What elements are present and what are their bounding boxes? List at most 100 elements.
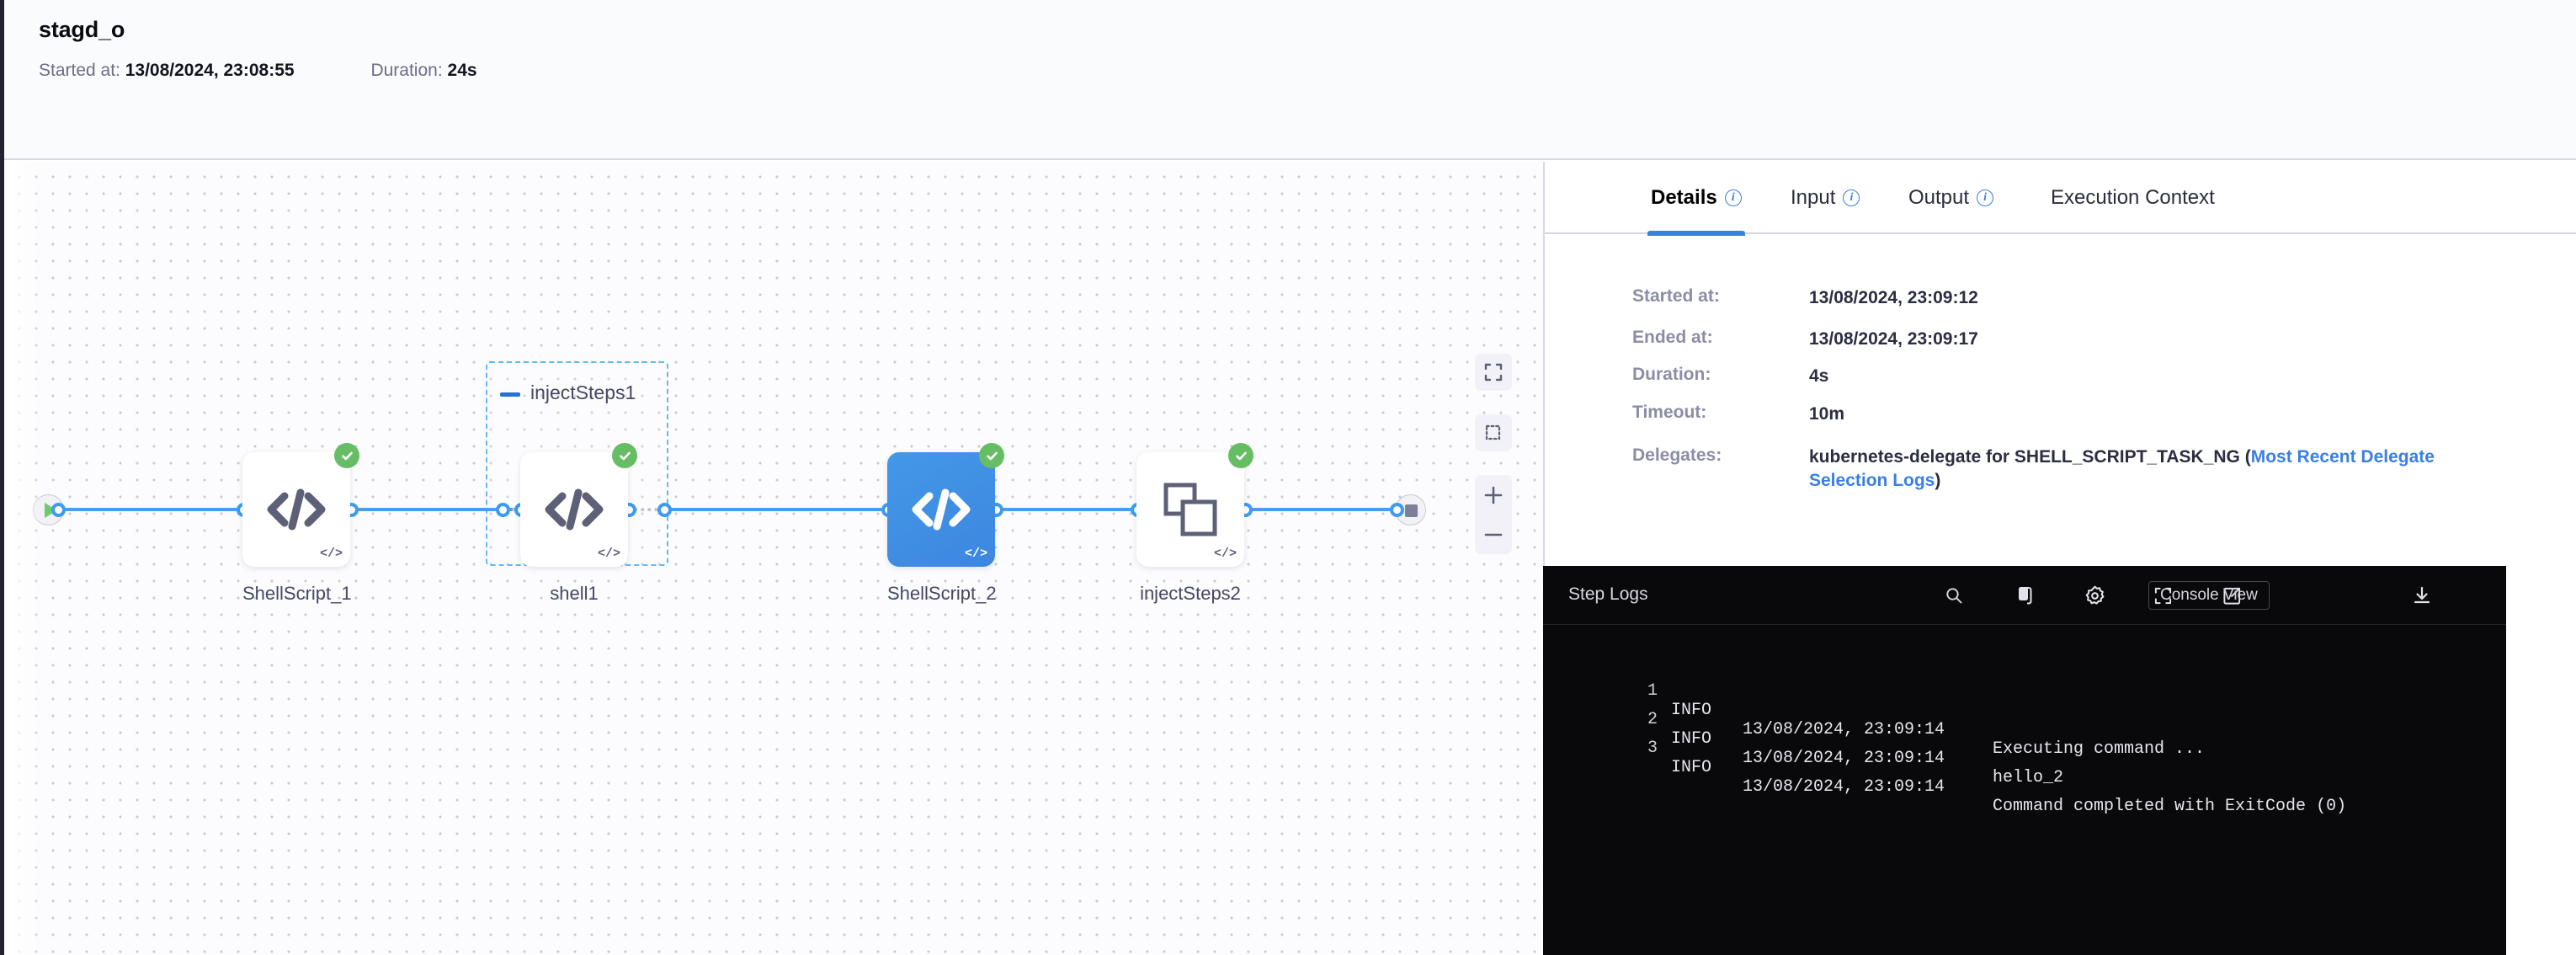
duration-meta: Duration: 24s [370,61,476,81]
step-logs-output[interactable]: 1 INFO 13/08/2024, 23:09:14 Executing co… [1543,625,2506,955]
port-group-out [657,503,672,517]
step-node-injectsteps2[interactable]: </> [1136,443,1253,567]
canvas-left-fade [4,162,43,955]
tab-details[interactable]: Details i [1647,162,1745,236]
edge-group-out-dashed [629,508,663,511]
detail-label: Delegates: [1632,445,1722,465]
code-corner-icon: </> [1213,547,1237,561]
code-icon [887,452,995,567]
detail-label: Ended at: [1632,328,1713,347]
detail-value: kubernetes-delegate for SHELL_SCRIPT_TAS… [1809,445,2474,494]
detail-value: 13/08/2024, 23:09:12 [1809,288,1978,307]
detail-value: 13/08/2024, 23:09:17 [1809,329,1978,349]
info-icon[interactable]: i [1843,189,1860,206]
step-logs-panel: Step Logs Console [1543,566,2506,955]
detail-label: Duration: [1632,365,1711,384]
end-node[interactable] [1395,494,1426,526]
duration-label: Duration: [370,61,443,80]
copy-squares-icon [1136,452,1244,567]
code-corner-icon: </> [597,547,620,561]
details-tabbar: Details i Input i Output i Execution Con… [1545,162,2576,236]
edge-injectsteps2-to-end [1244,508,1404,511]
code-corner-icon: </> [964,547,987,561]
page-title: stagd_o [39,17,125,42]
log-line-message: Command completed with ExitCode (0) [1993,797,2347,816]
tab-input-label: Input [1791,186,1836,209]
edge-group-to-shellscript2 [663,508,894,511]
log-line-number: 1 [1647,681,1658,701]
tab-execution-context-label: Execution Context [2051,186,2215,209]
status-badge-success [979,443,1004,468]
status-badge-success [1228,443,1253,468]
log-line-level: INFO [1671,729,1712,749]
external-link-icon[interactable] [2217,580,2247,611]
log-line-time: 13/08/2024, 23:09:14 [1743,749,1945,768]
log-line-number: 3 [1647,739,1658,758]
zoom-in-button[interactable] [1475,475,1512,515]
search-icon[interactable] [1939,580,1969,611]
step-node-label: injectSteps2 [1140,583,1241,604]
started-at-label: Started at: [39,61,120,80]
info-icon[interactable]: i [1977,189,1994,206]
execution-header: stagd_o Started at: 13/08/2024, 23:08:55… [4,0,2576,160]
edge-start-to-shellscript1 [57,508,244,511]
started-at-value: 13/08/2024, 23:08:55 [125,61,295,80]
started-at-meta: Started at: 13/08/2024, 23:08:55 [39,61,367,81]
step-node-shell1[interactable]: </> [520,443,637,567]
header-meta: Started at: 13/08/2024, 23:08:55 Duratio… [39,61,477,81]
tab-execution-context[interactable]: Execution Context [2047,162,2218,234]
info-icon[interactable]: i [1724,189,1742,206]
stop-square-icon [1405,504,1418,517]
log-line-number: 2 [1647,710,1658,729]
code-icon [242,452,350,567]
step-group-label: injectSteps1 [530,381,636,403]
zoom-out-button[interactable] [1475,515,1512,554]
console-view-button[interactable]: Console View [2148,581,2270,610]
port-end-in [1390,503,1404,517]
step-logs-title: Step Logs [1568,584,1648,604]
delegate-selection-logs-link[interactable]: Most Recent Delegate Selection Logs [1809,447,2435,491]
log-line-level: INFO [1671,758,1712,777]
detail-value: 4s [1809,366,1829,386]
zoom-controls[interactable] [1475,475,1512,554]
log-line: 3 INFO 13/08/2024, 23:09:14 Command comp… [1543,719,2506,816]
tab-output[interactable]: Output i [1905,162,1997,234]
log-line-time: 13/08/2024, 23:09:14 [1743,720,1945,739]
status-badge-success [334,443,359,468]
step-node-label: ShellScript_2 [887,583,997,604]
fullscreen-icon[interactable] [2148,580,2178,611]
step-node-label: shell1 [550,583,599,604]
detail-label: Timeout: [1632,403,1707,422]
left-edge-rail [0,0,4,955]
tab-details-label: Details [1651,186,1717,209]
detail-value: 10m [1809,404,1845,424]
tab-input[interactable]: Input i [1787,162,1863,234]
download-icon[interactable] [2407,580,2437,611]
step-node-shellscript1[interactable]: </> [242,443,359,567]
detail-label: Started at: [1632,286,1720,306]
code-corner-icon: </> [319,547,343,561]
delegate-suffix: ) [1935,471,1941,491]
log-line-message: Executing command ... [1993,739,2206,759]
log-line: 1 INFO 13/08/2024, 23:09:14 Executing co… [1543,662,2506,759]
step-logs-toolbar: Step Logs Console [1543,566,2506,625]
log-line-level: INFO [1671,701,1712,720]
copy-icon[interactable] [2011,580,2041,611]
tab-output-label: Output [1908,186,1970,209]
code-icon [520,452,628,567]
log-line-message: hello_2 [1993,768,2064,787]
edge-shellscript1-to-group [350,508,520,511]
delegate-text: kubernetes-delegate for SHELL_SCRIPT_TAS… [1809,447,2251,467]
edge-shellscript2-to-injectsteps2 [995,508,1143,511]
port-start-out [51,503,66,517]
minus-icon[interactable] [500,392,520,397]
pipeline-canvas[interactable]: injectSteps1 </> ShellScript_1 [4,162,1543,955]
duration-value: 24s [447,61,477,80]
log-line-time: 13/08/2024, 23:09:14 [1743,777,1945,797]
selection-box-button[interactable] [1475,414,1512,451]
step-node-shellscript2[interactable]: </> [887,443,1004,567]
fit-to-screen-button[interactable] [1475,354,1512,391]
gear-icon[interactable] [2079,580,2110,611]
status-badge-success [612,443,637,468]
log-line: 2 INFO 13/08/2024, 23:09:14 hello_2 [1543,691,2506,787]
